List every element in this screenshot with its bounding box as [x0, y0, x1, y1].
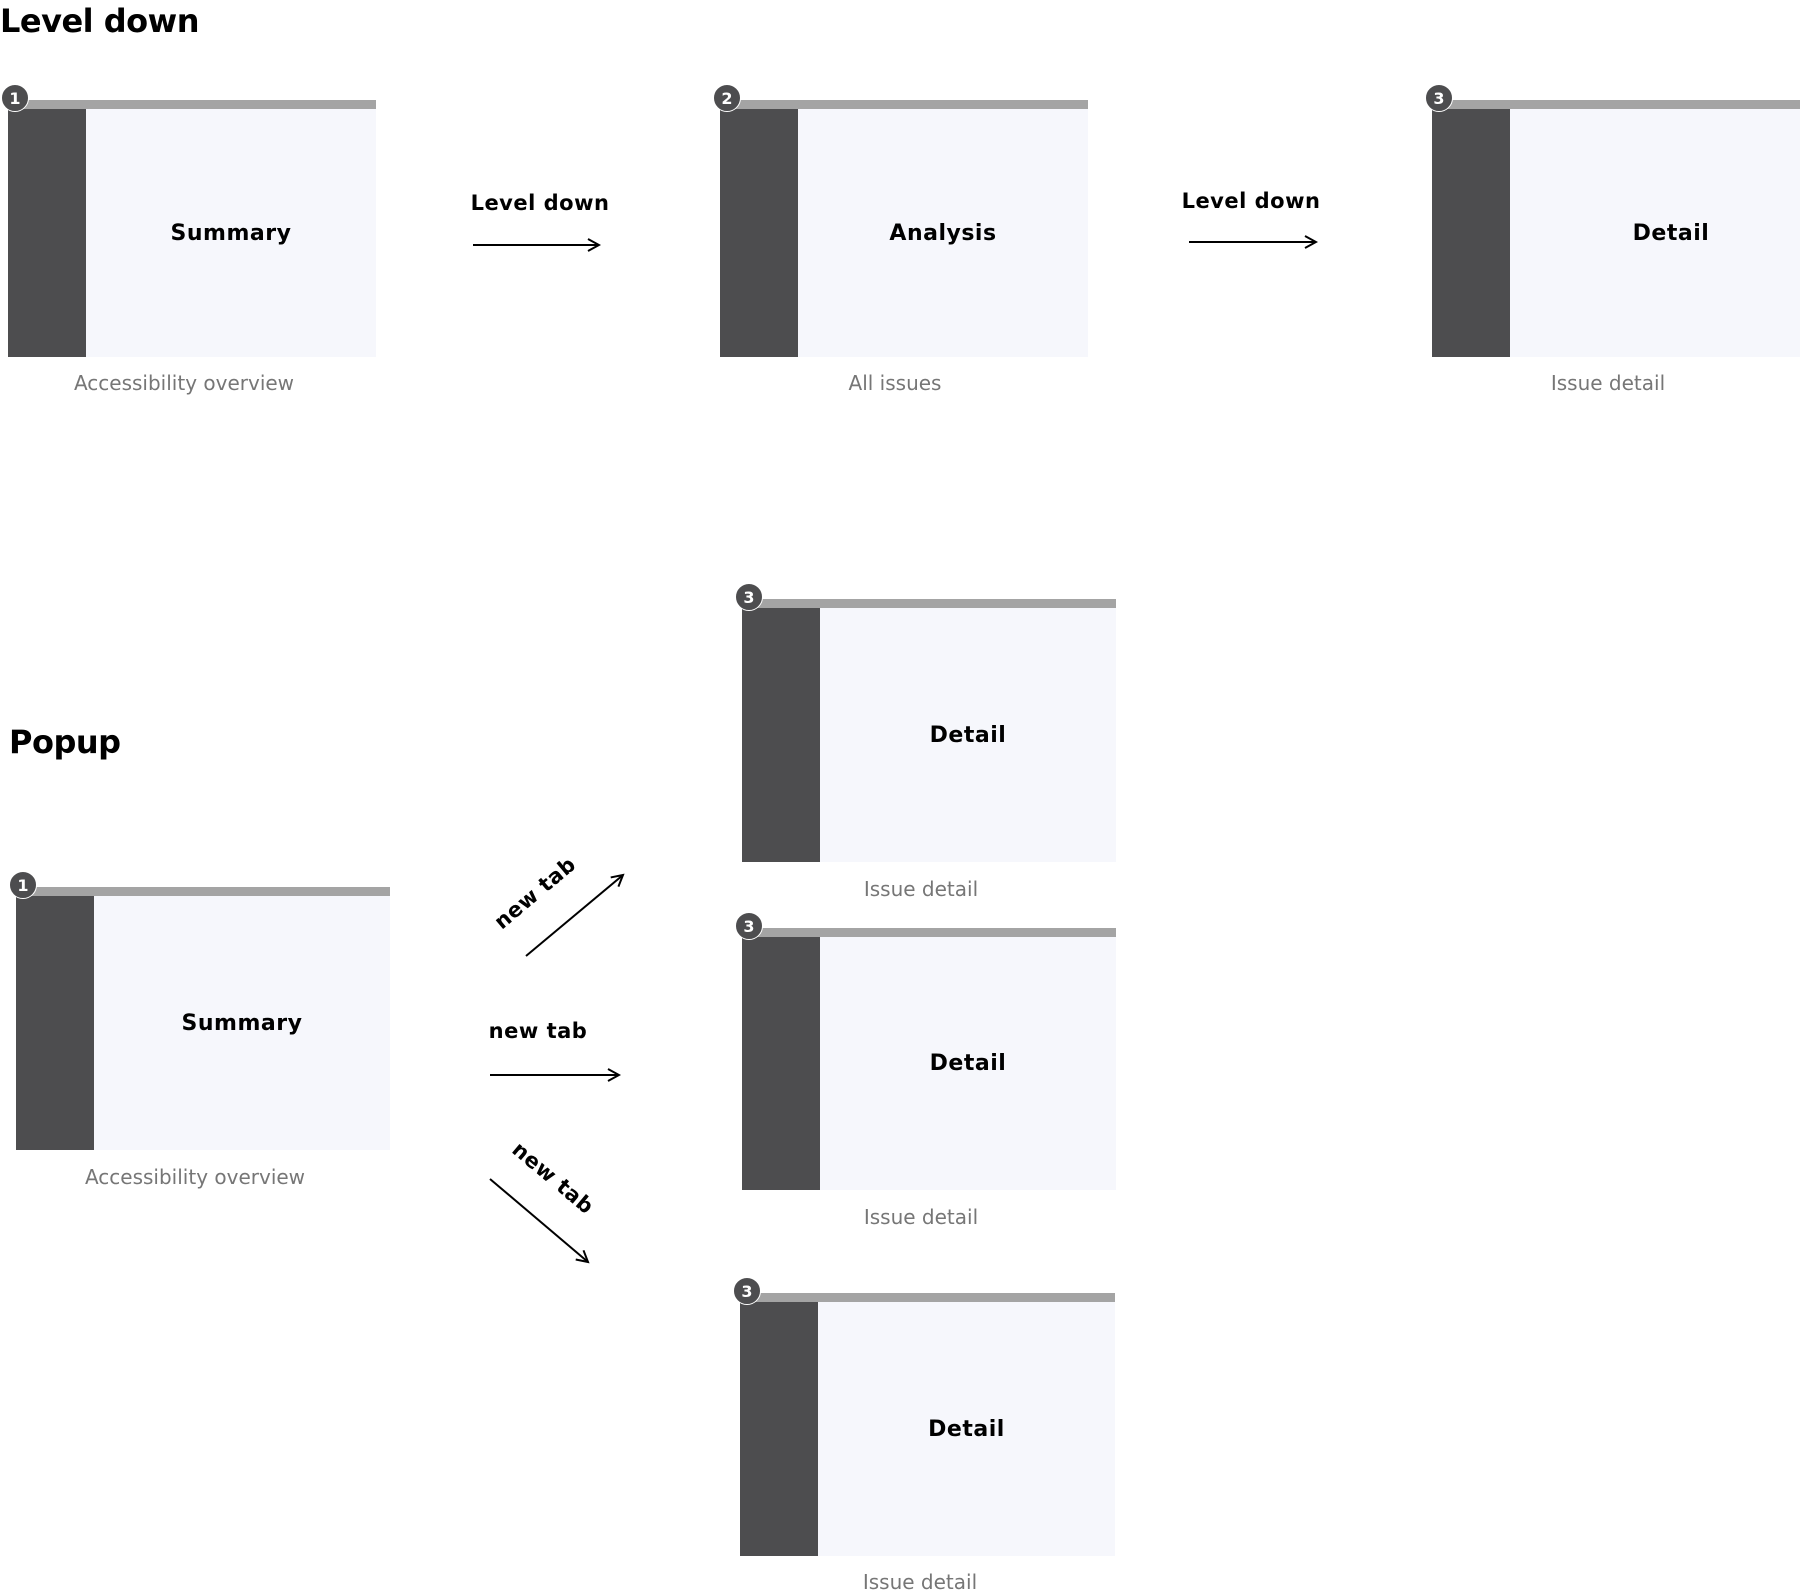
content-area: Summary [86, 109, 376, 357]
top-bar [8, 100, 376, 109]
content-area: Detail [818, 1302, 1115, 1556]
arrow-label: Level down [470, 191, 610, 215]
screen-frame: Detail [742, 599, 1116, 862]
screen-caption: Issue detail [863, 877, 979, 901]
step-badge: 1 [1, 84, 29, 112]
top-bar [720, 100, 1088, 109]
screen-title: Summary [181, 1010, 303, 1036]
arrow-label: new tab [488, 1019, 588, 1043]
screen-title: Analysis [889, 220, 997, 246]
top-bar [740, 1293, 1115, 1302]
arrow-popup-down [489, 1178, 588, 1262]
content-area: Detail [1510, 109, 1800, 357]
step-badge: 3 [1425, 84, 1453, 112]
arrow-popup-up [525, 875, 623, 957]
top-bar [16, 887, 390, 896]
screen-title: Detail [1632, 220, 1710, 246]
sidebar [720, 109, 798, 357]
screen-frame: Detail [742, 928, 1116, 1190]
top-bar [742, 599, 1116, 608]
screen-caption: Accessibility overview [84, 1165, 306, 1189]
section-heading-popup: Popup [9, 723, 121, 761]
sidebar [8, 109, 86, 357]
content-area: Analysis [798, 109, 1088, 357]
step-badge: 3 [735, 912, 763, 940]
screen-frame: Detail [740, 1293, 1115, 1556]
sidebar [1432, 109, 1510, 357]
screen-frame: Analysis [720, 100, 1088, 357]
top-bar [742, 928, 1116, 937]
step-badge: 3 [735, 583, 763, 611]
step-badge: 3 [733, 1277, 761, 1305]
sidebar [742, 937, 820, 1190]
step-badge: 1 [9, 871, 37, 899]
screen-frame: Detail [1432, 100, 1800, 357]
screen-caption: All issues [848, 371, 942, 395]
sidebar [740, 1302, 818, 1556]
section-heading-level-down: Level down [0, 2, 200, 40]
sidebar [742, 608, 820, 862]
screen-title: Detail [929, 722, 1007, 748]
content-area: Detail [820, 937, 1116, 1190]
screen-frame: Summary [16, 887, 390, 1150]
content-area: Detail [820, 608, 1116, 862]
screen-caption: Issue detail [863, 1205, 979, 1229]
screen-caption: Issue detail [862, 1570, 978, 1594]
arrow-label: Level down [1181, 189, 1321, 213]
sidebar [16, 896, 94, 1150]
step-badge: 2 [713, 84, 741, 112]
screen-caption: Issue detail [1550, 371, 1666, 395]
top-bar [1432, 100, 1800, 109]
content-area: Summary [94, 896, 390, 1150]
screen-caption: Accessibility overview [73, 371, 295, 395]
screen-title: Detail [928, 1416, 1005, 1442]
screen-title: Summary [170, 220, 292, 246]
screen-frame: Summary [8, 100, 376, 357]
screen-title: Detail [929, 1051, 1007, 1076]
